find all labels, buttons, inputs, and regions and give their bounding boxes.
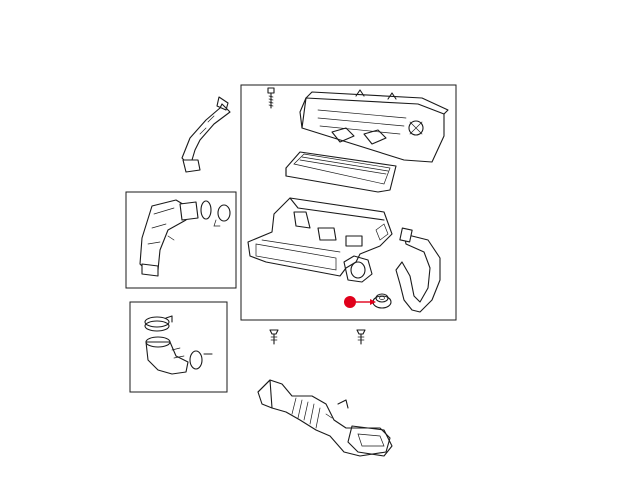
hose-icon[interactable] xyxy=(395,227,441,313)
grommet-icon[interactable] xyxy=(372,293,392,309)
push-pin-left[interactable] xyxy=(269,329,279,345)
duct-assembly-frame xyxy=(125,191,237,289)
air-cleaner-cover-icon[interactable] xyxy=(299,89,449,163)
main-assembly-frame xyxy=(240,84,457,321)
bolt-icon[interactable] xyxy=(267,87,275,109)
duct-icon[interactable] xyxy=(139,199,231,277)
callout-dot[interactable] xyxy=(344,296,376,308)
air-cleaner-body-icon[interactable] xyxy=(247,197,393,283)
breather-tube-icon[interactable] xyxy=(181,96,231,173)
inlet-duct-icon[interactable] xyxy=(257,379,393,457)
resonator-assembly-frame xyxy=(129,301,228,393)
resonator-icon[interactable] xyxy=(144,315,213,375)
air-filter-icon[interactable] xyxy=(285,151,397,193)
push-pin-right[interactable] xyxy=(356,329,366,345)
